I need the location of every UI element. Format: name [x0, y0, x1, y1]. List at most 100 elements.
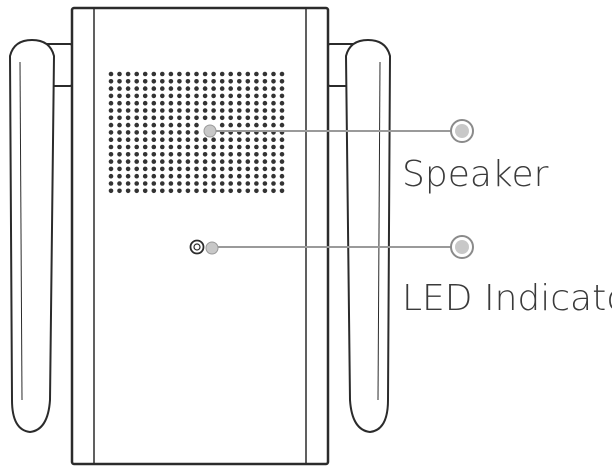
- grille-hole: [211, 173, 216, 179]
- grille-hole: [117, 166, 122, 172]
- grille-hole: [177, 100, 182, 106]
- grille-hole: [142, 71, 148, 77]
- grille-hole: [160, 100, 165, 106]
- grille-hole: [117, 93, 122, 99]
- grille-hole: [271, 173, 276, 179]
- grille-hole: [142, 137, 148, 142]
- grille-hole: [108, 115, 114, 121]
- grille-hole: [219, 166, 225, 172]
- grille-hole: [202, 86, 208, 91]
- grille-hole: [262, 93, 268, 99]
- grille-hole: [228, 137, 233, 142]
- grille-hole: [237, 173, 242, 179]
- grille-hole: [262, 137, 268, 142]
- grille-hole: [108, 93, 114, 99]
- grille-hole: [108, 181, 114, 186]
- grille-hole: [279, 86, 285, 91]
- grille-hole: [125, 166, 131, 172]
- grille-hole: [117, 188, 122, 194]
- grille-hole: [202, 159, 208, 164]
- grille-hole: [151, 159, 157, 164]
- grille-hole: [219, 79, 225, 84]
- led-label: LED Indicator: [402, 278, 612, 319]
- grille-hole: [134, 86, 139, 91]
- grille-hole: [254, 115, 259, 121]
- grille-hole: [211, 100, 216, 106]
- grille-hole: [117, 100, 122, 106]
- grille-hole: [134, 79, 139, 84]
- grille-hole: [160, 108, 165, 113]
- right-antenna: [327, 39, 391, 433]
- grille-hole: [262, 108, 268, 113]
- grille-hole: [134, 159, 139, 164]
- grille-hole: [125, 108, 131, 113]
- grille-hole: [262, 100, 268, 106]
- grille-hole: [177, 115, 182, 121]
- grille-hole: [134, 130, 139, 135]
- grille-hole: [219, 71, 225, 77]
- device-body: [70, 6, 330, 466]
- grille-hole: [271, 159, 276, 164]
- grille-hole: [211, 181, 216, 186]
- grille-hole: [237, 188, 242, 194]
- grille-hole: [219, 115, 225, 121]
- grille-hole: [262, 86, 268, 91]
- grille-hole: [202, 152, 208, 157]
- grille-hole: [117, 79, 122, 84]
- grille-hole: [160, 71, 165, 77]
- grille-hole: [108, 79, 114, 84]
- grille-hole: [134, 137, 139, 142]
- grille-hole: [202, 79, 208, 84]
- grille-hole: [254, 71, 259, 77]
- grille-hole: [271, 188, 276, 194]
- grille-hole: [142, 152, 148, 157]
- grille-hole: [185, 79, 191, 84]
- grille-hole: [168, 144, 174, 150]
- grille-hole: [245, 173, 251, 179]
- grille-hole: [254, 166, 259, 172]
- grille-hole: [219, 108, 225, 113]
- grille-hole: [254, 122, 259, 128]
- grille-hole: [117, 152, 122, 157]
- grille-hole: [177, 86, 182, 91]
- grille-hole: [271, 79, 276, 84]
- grille-hole: [177, 188, 182, 194]
- grille-hole: [237, 93, 242, 99]
- grille-hole: [117, 130, 122, 135]
- grille-hole: [134, 188, 139, 194]
- grille-hole: [160, 93, 165, 99]
- grille-hole: [194, 188, 199, 194]
- grille-hole: [125, 144, 131, 150]
- grille-hole: [185, 181, 191, 186]
- grille-hole: [151, 122, 157, 128]
- grille-hole: [142, 159, 148, 164]
- grille-hole: [194, 166, 199, 172]
- grille-hole: [194, 93, 199, 99]
- grille-hole: [160, 137, 165, 142]
- grille-hole: [160, 79, 165, 84]
- grille-hole: [279, 115, 285, 121]
- grille-hole: [160, 159, 165, 164]
- grille-hole: [142, 166, 148, 172]
- grille-hole: [125, 115, 131, 121]
- grille-hole: [177, 93, 182, 99]
- grille-hole: [151, 173, 157, 179]
- grille-hole: [108, 86, 114, 91]
- grille-hole: [125, 130, 131, 135]
- grille-hole: [134, 166, 139, 172]
- grille-hole: [185, 86, 191, 91]
- grille-hole: [177, 152, 182, 157]
- grille-hole: [202, 181, 208, 186]
- grille-hole: [125, 159, 131, 164]
- grille-hole: [237, 159, 242, 164]
- grille-hole: [245, 108, 251, 113]
- grille-hole: [185, 137, 191, 142]
- grille-hole: [279, 71, 285, 77]
- grille-hole: [228, 115, 233, 121]
- grille-hole: [211, 79, 216, 84]
- grille-hole: [254, 188, 259, 194]
- grille-hole: [168, 181, 174, 186]
- grille-hole: [142, 108, 148, 113]
- grille-hole: [185, 122, 191, 128]
- grille-hole: [279, 181, 285, 186]
